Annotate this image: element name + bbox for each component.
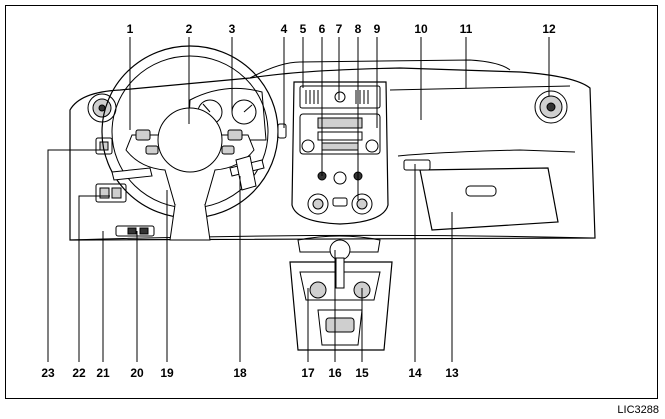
right-air-vent <box>534 90 568 124</box>
figure-code: LIC3288 <box>617 404 659 416</box>
callout-21: 21 <box>96 366 110 380</box>
callout-14: 14 <box>408 366 422 380</box>
combination-switches <box>111 123 287 191</box>
callout-9: 9 <box>374 22 381 36</box>
callout-1: 1 <box>127 22 134 36</box>
left-panel-switches <box>95 137 155 237</box>
callout-2: 2 <box>186 22 193 36</box>
callout-23: 23 <box>41 366 55 380</box>
callout-20: 20 <box>130 366 144 380</box>
callout-18: 18 <box>233 366 247 380</box>
leader-lines <box>47 37 550 362</box>
figure-border <box>5 5 658 399</box>
glove-box <box>397 149 576 231</box>
callout-8: 8 <box>355 22 362 36</box>
callout-11: 11 <box>460 22 473 36</box>
callout-12: 12 <box>542 22 556 36</box>
callout-17: 17 <box>301 366 315 380</box>
callout-15: 15 <box>355 366 369 380</box>
callout-19: 19 <box>160 366 174 380</box>
callout-6: 6 <box>319 22 326 36</box>
callout-10: 10 <box>414 22 428 36</box>
callout-4: 4 <box>281 22 288 36</box>
callout-numbers: 1 2 3 4 5 6 7 8 9 10 11 12 13 14 15 16 1… <box>41 22 556 380</box>
dashboard-outline <box>69 59 596 241</box>
left-air-vent <box>87 93 117 123</box>
center-console-stack <box>291 81 389 225</box>
lower-console <box>289 235 393 351</box>
callout-7: 7 <box>336 22 343 36</box>
steering-wheel <box>101 45 279 241</box>
callout-3: 3 <box>229 22 236 36</box>
callout-22: 22 <box>72 366 86 380</box>
callout-13: 13 <box>445 366 459 380</box>
callout-5: 5 <box>300 22 307 36</box>
callout-16: 16 <box>328 366 342 380</box>
